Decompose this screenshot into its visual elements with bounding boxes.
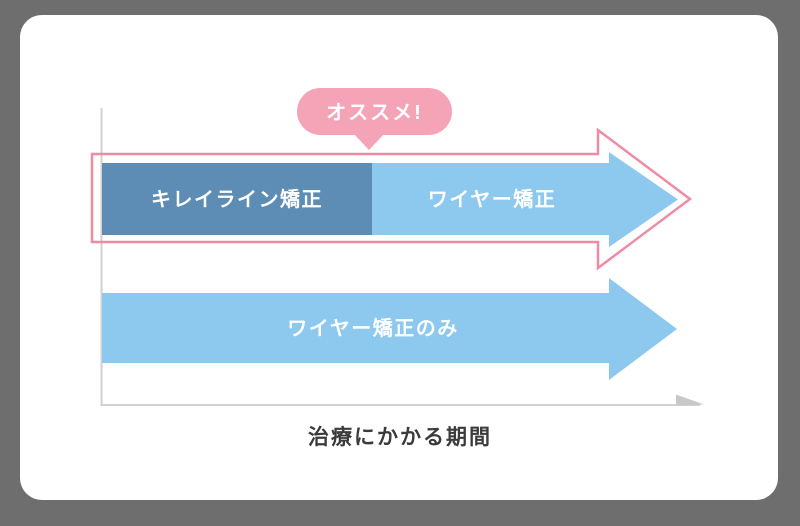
row-wire-only: ワイヤー矯正のみ: [102, 278, 677, 380]
badge-label: オススメ!: [326, 102, 423, 124]
kireiline-segment: [102, 163, 372, 235]
recommend-badge: オススメ!: [297, 88, 452, 150]
badge-tail-icon: [352, 132, 386, 150]
kireiline-segment-label: キレイライン矯正: [151, 187, 323, 211]
recommended-outline-arrow: [90, 127, 693, 271]
x-axis-arrowhead-icon: [676, 394, 704, 406]
wire-only-arrow: [102, 278, 677, 380]
axis-caption: 治療にかかる期間: [308, 425, 492, 449]
row-kireiline-plus-wire: キレイライン矯正 ワイヤー矯正: [102, 152, 678, 247]
badge-pill: [297, 88, 452, 135]
card-background: [20, 15, 778, 500]
wire-only-label: ワイヤー矯正のみ: [287, 316, 458, 340]
wire-segment-label: ワイヤー矯正: [428, 187, 556, 211]
